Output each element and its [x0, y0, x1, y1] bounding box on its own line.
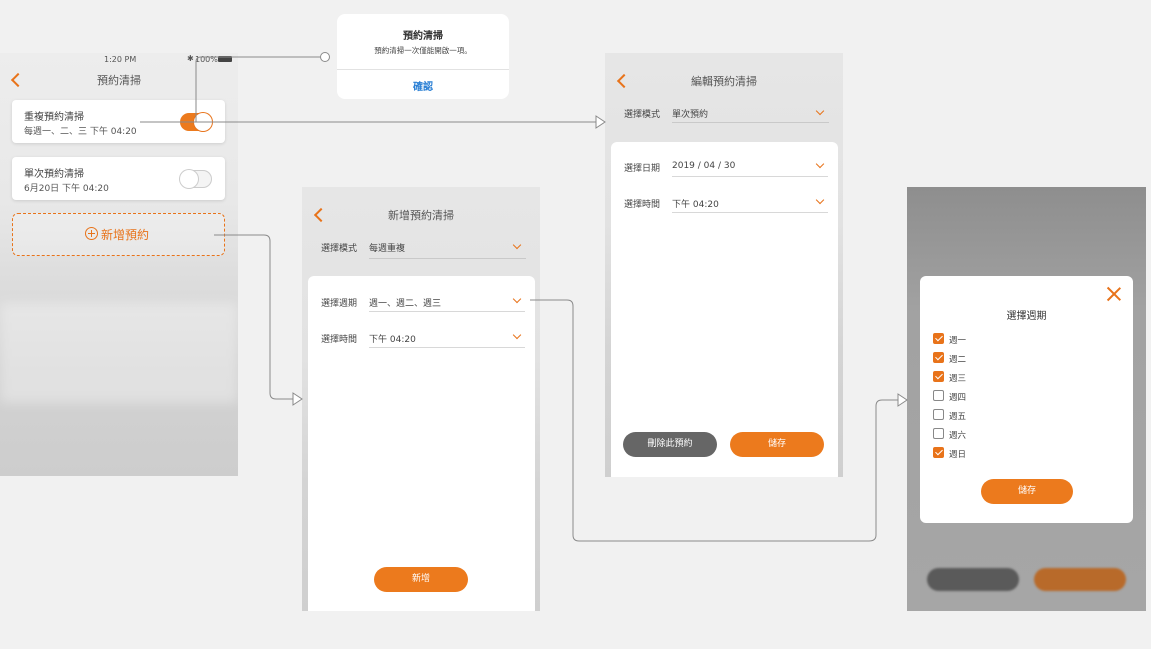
connector-add-to-new — [214, 234, 293, 400]
add-schedule-label: 新增預約 — [101, 228, 150, 242]
checkbox-day-wed[interactable] — [933, 371, 944, 382]
nav-bar: 預約清掃 — [0, 69, 238, 91]
divider — [672, 122, 829, 123]
time-label: 選擇時間 — [321, 335, 358, 345]
schedule-item-subtitle: 6月20日 下午 04:20 — [24, 184, 109, 194]
schedule-item-title: 重複預約清掃 — [24, 112, 84, 123]
alert-message: 預約清掃一次僅能開啟一項。 — [374, 46, 472, 55]
connector-arrow-picker — [897, 393, 908, 407]
status-bar: 1:20 PM ✱ 100% — [0, 53, 238, 67]
time-value[interactable]: 下午 04:20 — [369, 335, 416, 345]
status-time: 1:20 PM — [104, 55, 137, 64]
connector-arrow-edit — [595, 115, 606, 129]
alert-confirm-button[interactable]: 確認 — [413, 82, 433, 93]
mode-label: 選擇模式 — [624, 110, 661, 120]
blurred-room-shape — [0, 303, 238, 403]
nav-bar: 編輯預約清掃 — [605, 69, 843, 91]
save-button[interactable]: 儲存 — [981, 479, 1073, 504]
checkbox-day-sun[interactable] — [933, 447, 944, 458]
mode-value[interactable]: 單次預約 — [672, 110, 709, 120]
alert-dialog: 預約清掃 預約清掃一次僅能開啟一項。 確認 — [337, 14, 509, 99]
delete-schedule-button[interactable]: 刪除此預約 — [623, 432, 717, 457]
dimmed-save-button — [1034, 568, 1126, 591]
form-panel: 選擇日期 2019 / 04 / 30 選擇時間 下午 04:20 刪除此預約 … — [611, 142, 838, 477]
day-label: 週二 — [949, 355, 967, 365]
day-label: 週五 — [949, 412, 967, 422]
page-title: 編輯預約清掃 — [691, 75, 757, 88]
connector-alert-anchor — [320, 52, 330, 62]
connector-toggle-to-alert — [195, 56, 320, 123]
battery-percent: 100% — [195, 55, 218, 64]
divider — [369, 311, 525, 312]
alert-title: 預約清掃 — [403, 31, 443, 42]
day-label: 週六 — [949, 431, 967, 441]
screen-week-picker: 選擇週期 週一 週二 週三 週四 週五 週六 週日 儲存 — [907, 187, 1146, 611]
checkbox-day-mon[interactable] — [933, 333, 944, 344]
day-label: 週四 — [949, 393, 967, 403]
week-value[interactable]: 週一、週二、週三 — [369, 299, 442, 309]
schedule-item-subtitle: 每週一、二、三 下午 04:20 — [24, 127, 137, 137]
divider — [672, 176, 828, 177]
checkbox-day-thu[interactable] — [933, 390, 944, 401]
time-label: 選擇時間 — [624, 200, 661, 210]
checkbox-day-tue[interactable] — [933, 352, 944, 363]
day-label: 週三 — [949, 374, 967, 384]
screen-schedule-list: 1:20 PM ✱ 100% 預約清掃 重複預約清掃 每週一、二、三 下午 04… — [0, 53, 238, 476]
page-title: 新增預約清掃 — [388, 209, 454, 222]
day-label: 週一 — [949, 336, 967, 346]
add-button[interactable]: 新增 — [374, 567, 468, 592]
mode-value[interactable]: 每週重複 — [369, 244, 406, 254]
week-picker-dialog: 選擇週期 週一 週二 週三 週四 週五 週六 週日 儲存 — [920, 276, 1133, 523]
date-value[interactable]: 2019 / 04 / 30 — [672, 161, 736, 171]
dimmed-delete-button — [927, 568, 1019, 591]
schedule-item-title: 單次預約清掃 — [24, 169, 84, 180]
bluetooth-icon: ✱ — [187, 54, 194, 63]
checkbox-day-fri[interactable] — [933, 409, 944, 420]
page-title: 預約清掃 — [97, 74, 141, 87]
screen-edit-schedule: 編輯預約清掃 選擇模式 單次預約 選擇日期 2019 / 04 / 30 選擇時… — [605, 53, 843, 477]
checkbox-day-sat[interactable] — [933, 428, 944, 439]
divider — [672, 212, 828, 213]
battery-icon — [218, 56, 232, 62]
day-label: 週日 — [949, 450, 967, 460]
connector-arrow-new — [292, 392, 303, 406]
schedule-item-single[interactable]: 單次預約清掃 6月20日 下午 04:20 — [12, 157, 225, 200]
save-button[interactable]: 儲存 — [730, 432, 824, 457]
schedule-toggle-off[interactable] — [180, 170, 212, 188]
divider — [369, 258, 526, 259]
date-label: 選擇日期 — [624, 164, 661, 174]
dialog-title: 選擇週期 — [1006, 311, 1047, 322]
nav-bar: 新增預約清掃 — [302, 203, 540, 225]
time-value[interactable]: 下午 04:20 — [672, 200, 719, 210]
plus-circle-icon — [85, 227, 98, 240]
divider — [369, 347, 525, 348]
alert-divider — [337, 69, 509, 70]
toggle-knob — [180, 170, 198, 188]
screen-add-schedule: 新增預約清掃 選擇模式 每週重複 選擇週期 週一、週二、週三 選擇時間 下午 0… — [302, 187, 540, 611]
add-schedule-button[interactable]: 新增預約 — [12, 213, 225, 256]
mode-label: 選擇模式 — [321, 244, 358, 254]
week-label: 選擇週期 — [321, 299, 358, 309]
form-panel: 選擇週期 週一、週二、週三 選擇時間 下午 04:20 新增 — [308, 276, 535, 611]
connector-week-to-picker — [530, 299, 898, 542]
